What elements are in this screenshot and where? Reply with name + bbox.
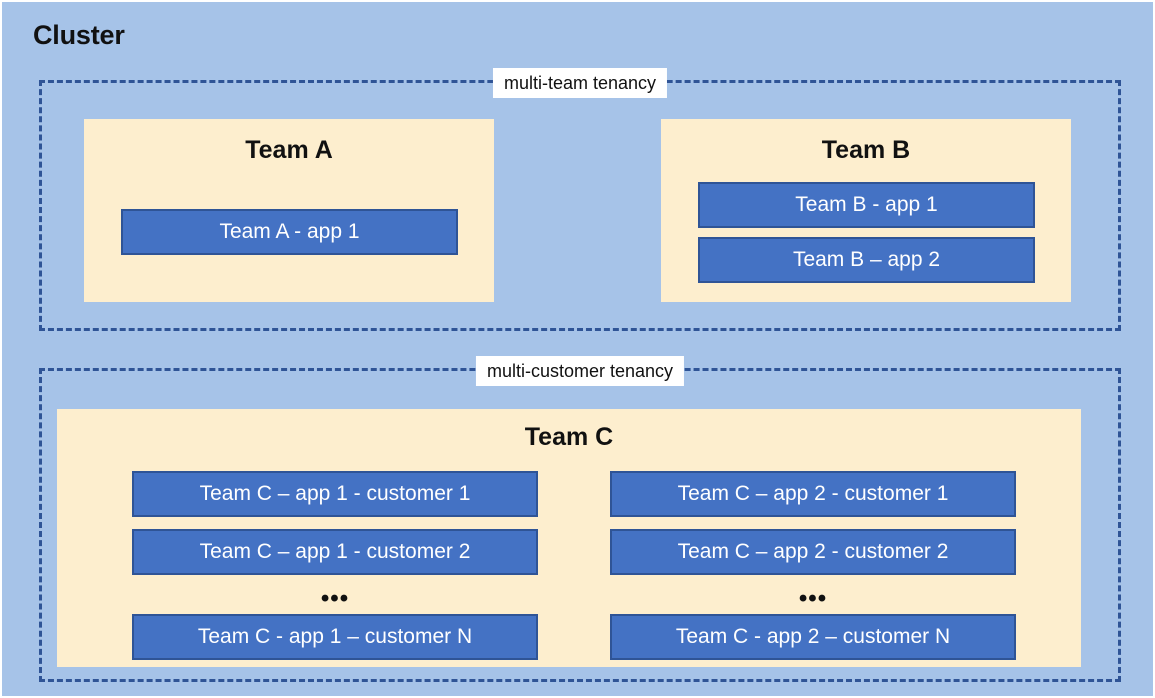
tenancy-group-multi-customer: multi-customer tenancy (39, 356, 1121, 682)
ellipsis-team-c-app2: ••• (798, 585, 828, 612)
team-title-team-b: Team B (821, 136, 911, 164)
tenancy-group-label-multi-team: multi-team tenancy (492, 68, 668, 98)
app-box-team-c-app1-customer1[interactable]: Team C – app 1 - customer 1 (132, 471, 538, 517)
app-box-team-c-app2-customer1[interactable]: Team C – app 2 - customer 1 (610, 471, 1016, 517)
team-panel-team-a: Team A Team A - app 1 (84, 119, 494, 302)
app-box-team-b-app-1[interactable]: Team B - app 1 (698, 182, 1035, 228)
page-title: Cluster (33, 20, 125, 50)
team-title-team-c: Team C (524, 423, 614, 451)
app-box-team-c-app2-customerN[interactable]: Team C - app 2 – customer N (610, 614, 1016, 660)
tenancy-group-label-multi-customer: multi-customer tenancy (475, 356, 685, 386)
team-title-team-a: Team A (245, 136, 333, 164)
team-panel-team-c: Team C Team C – app 1 - customer 1 Team … (57, 409, 1081, 667)
team-panel-team-b: Team B Team B - app 1 Team B – app 2 (661, 119, 1071, 302)
app-box-team-c-app1-customer2[interactable]: Team C – app 1 - customer 2 (132, 529, 538, 575)
ellipsis-team-c-app1: ••• (320, 585, 350, 612)
app-box-team-b-app-2[interactable]: Team B – app 2 (698, 237, 1035, 283)
app-box-team-a-app-1[interactable]: Team A - app 1 (121, 209, 458, 255)
app-box-team-c-app2-customer2[interactable]: Team C – app 2 - customer 2 (610, 529, 1016, 575)
tenancy-group-multi-team: multi-team tenancy (39, 68, 1121, 331)
app-box-team-c-app1-customerN[interactable]: Team C - app 1 – customer N (132, 614, 538, 660)
